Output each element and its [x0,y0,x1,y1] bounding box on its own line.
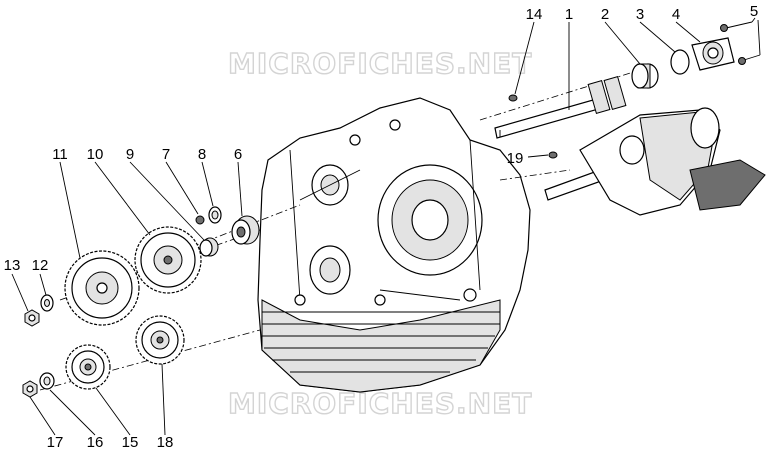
callout-11: 11 [52,146,68,163]
callout-2: 2 [601,6,609,23]
watermark-top: MICROFICHES.NET [228,47,532,80]
part-15-gear [65,344,111,390]
callout-16: 16 [87,434,104,451]
callout-4: 4 [672,6,680,23]
part-19-pin [548,151,558,159]
part-17-nut [22,380,38,398]
callout-19: 19 [507,150,524,167]
crankcase-block [257,97,531,393]
part-10-gear [134,226,202,294]
part-18-gear [135,315,185,365]
part-13-nut [24,309,40,327]
balance-shaft [494,76,627,139]
watermark-bottom: MICROFICHES.NET [228,387,532,420]
callout-17: 17 [47,434,64,451]
callout-7: 7 [162,146,170,163]
callout-1: 1 [565,6,573,23]
part-16-washer [39,372,55,390]
part-4-cover [691,37,735,71]
callout-14: 14 [526,6,543,23]
leader-lines [11,17,761,436]
callout-9: 9 [126,146,134,163]
callout-18: 18 [157,434,174,451]
part-14-key [508,94,518,102]
part-7-screw [195,215,205,225]
callout-15: 15 [122,434,139,451]
crankshaft [544,107,766,216]
callout-3: 3 [636,6,644,23]
part-9-spacer [199,237,219,257]
part-12-washer [40,294,54,312]
callout-8: 8 [198,146,206,163]
callout-labels: 1 2 3 4 5 6 7 8 9 10 11 12 13 14 15 16 1… [4,3,759,451]
callout-10: 10 [87,146,104,163]
part-3-o-ring [670,49,690,75]
part-8-washer [208,206,222,224]
part-11-gear [64,250,140,326]
callout-12: 12 [32,257,49,274]
callout-5: 5 [750,3,758,20]
callout-13: 13 [4,257,21,274]
callout-6: 6 [234,146,242,163]
part-6-bearing [231,215,260,245]
part-2-bearing [631,63,659,89]
part-5-screws [720,21,761,65]
